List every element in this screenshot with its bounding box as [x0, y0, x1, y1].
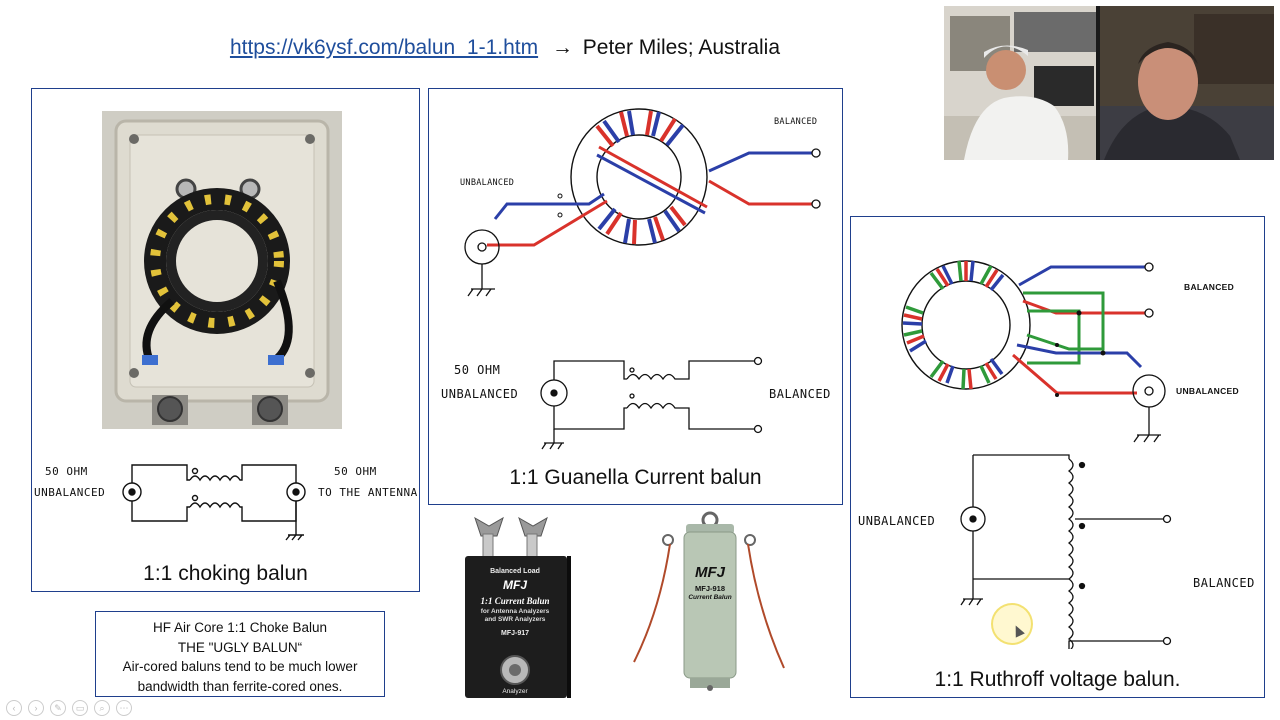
webcam-inset — [944, 6, 1274, 160]
air-core-note: HF Air Core 1:1 Choke Balun THE "UGLY BA… — [95, 611, 385, 697]
mfj917-sub1: for Antenna Analyzers — [480, 608, 550, 615]
arrow-icon: → — [551, 36, 573, 59]
ruthroff-caption: 1:1 Ruthroff voltage balun. — [934, 668, 1181, 691]
note-line-4: bandwidth than ferrite-cored ones. — [137, 678, 343, 694]
choke-right-type: TO THE ANTENNA — [318, 486, 418, 499]
choking-caption: 1:1 choking balun — [143, 562, 308, 585]
mfj917-model: MFJ-917 — [500, 630, 529, 637]
mfj918-sub: Current Balun — [688, 594, 732, 601]
choke-left-type: UNBALANCED — [34, 486, 106, 499]
ruthroff-balun-panel: BALANCED UNBALANCED — [850, 216, 1265, 698]
choke-right-ohm: 50 OHM — [334, 465, 377, 478]
guanella-schem-ohm: 50 OHM — [454, 363, 501, 377]
choke-left-ohm: 50 OHM — [45, 465, 88, 478]
guanella-balun-panel: BALANCED UNBALANCED — [428, 88, 843, 505]
slides-icon[interactable]: ▭ — [72, 700, 88, 716]
ruthroff-toroid-unbalanced: UNBALANCED — [1176, 386, 1239, 396]
ruthroff-schematic — [960, 454, 1172, 649]
guanella-schematic — [540, 356, 763, 450]
note-line-1: HF Air Core 1:1 Choke Balun — [152, 620, 328, 635]
mfj918-brand: MFJ — [695, 564, 725, 581]
choking-balun-panel: 50 OHM UNBALANCED 50 OHM TO THE ANTENNA … — [31, 88, 420, 592]
mfj917-brand: MFJ — [503, 578, 527, 592]
cursor-highlight — [991, 603, 1033, 645]
guanella-schem-balanced: BALANCED — [769, 387, 831, 401]
note-line-2: THE "UGLY BALUN“ — [177, 639, 303, 655]
balun-box-photo — [102, 111, 342, 429]
mfj917-sub2: and SWR Analyzers — [484, 616, 546, 623]
presentation-toolbar: ‹ › ✎ ▭ ⌕ ⋯ — [6, 700, 132, 716]
zoom-icon[interactable]: ⌕ — [94, 700, 110, 716]
next-slide-icon[interactable]: › — [28, 700, 44, 716]
guanella-toroid-balanced: BALANCED — [774, 117, 818, 127]
ruthroff-toroid-balanced: BALANCED — [1184, 282, 1235, 292]
guanella-schem-unbalanced: UNBALANCED — [441, 387, 519, 401]
mfj-917-photo: Balanced Load MFJ 1:1 Current Balun for … — [463, 510, 571, 702]
slide-header: https://vk6ysf.com/balun_1-1.htm → Peter… — [0, 36, 1010, 60]
guanella-toroid-unbalanced: UNBALANCED — [460, 178, 515, 188]
ruthroff-schem-balanced: BALANCED — [1193, 576, 1255, 590]
source-link[interactable]: https://vk6ysf.com/balun_1-1.htm — [229, 36, 539, 59]
mfj917-title: 1:1 Current Balun — [480, 596, 550, 606]
more-icon[interactable]: ⋯ — [116, 700, 132, 716]
mfj917-top-label: Balanced Load — [490, 568, 540, 575]
prev-slide-icon[interactable]: ‹ — [6, 700, 22, 716]
author-text: Peter Miles; Australia — [582, 36, 781, 59]
mfj-918-photo: MFJ MFJ-918 Current Balun — [630, 510, 790, 696]
mfj918-model: MFJ-918 — [694, 584, 725, 593]
ruthroff-schem-unbalanced: UNBALANCED — [858, 514, 936, 528]
note-line-3: Air-cored baluns tend to be much lower — [122, 659, 358, 674]
guanella-toroid-diagram — [464, 108, 821, 297]
choking-balun-schematic — [122, 464, 306, 541]
guanella-caption: 1:1 Guanella Current balun — [509, 466, 762, 489]
ruthroff-toroid-diagram — [901, 260, 1166, 443]
pen-icon[interactable]: ✎ — [50, 700, 66, 716]
mfj917-bottom: Analyzer — [502, 688, 528, 695]
